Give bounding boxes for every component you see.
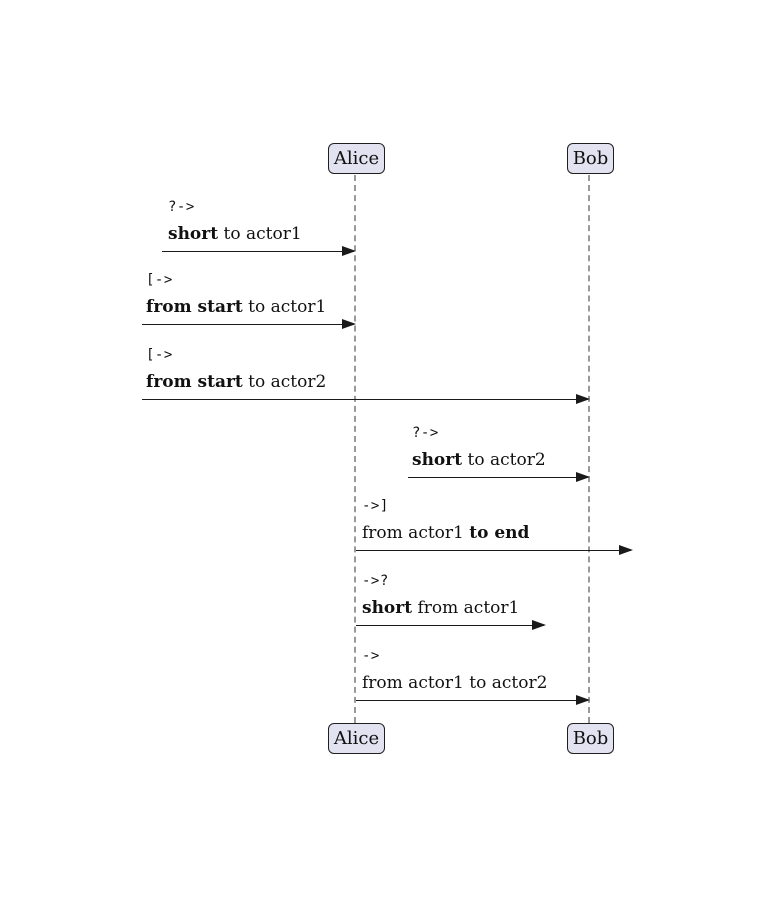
arrowhead-icon [576,394,590,404]
message-from-start-to-actor2: [-> from start to actor2 [142,347,590,404]
message-notation: ->? [362,573,389,589]
arrow-line [142,324,354,325]
arrowhead-icon [619,545,633,555]
message-label: short to actor1 [168,224,302,244]
message-label: short from actor1 [362,598,520,618]
actor-label-alice: Alice [333,148,380,169]
arrowhead-icon [576,472,590,482]
actor-box-alice-bottom: Alice [328,723,385,754]
message-short-to-actor2: ?-> short to actor2 [408,425,590,482]
actor-label-bob: Bob [572,728,609,749]
actor-box-bob-top: Bob [567,143,614,174]
message-label: short to actor2 [412,450,546,470]
message-label: from actor1 to actor2 [362,673,548,693]
arrowhead-icon [532,620,546,630]
message-notation: ?-> [168,199,195,215]
message-notation: [-> [146,272,173,288]
message-label: from start to actor1 [146,297,327,317]
message-notation: ?-> [412,425,439,441]
actor-label-alice: Alice [333,728,380,749]
message-short-to-actor1: ?-> short to actor1 [162,199,356,256]
message-label: from start to actor2 [146,372,327,392]
arrow-line [142,399,588,400]
arrowhead-icon [576,695,590,705]
message-from-actor1-to-end: ->] from actor1 to end [356,498,633,555]
arrow-line [162,251,354,252]
message-notation: [-> [146,347,173,363]
lifeline-bob [588,175,590,723]
arrowhead-icon [342,246,356,256]
actor-box-bob-bottom: Bob [567,723,614,754]
arrow-line [356,550,631,551]
message-label: from actor1 to end [362,523,530,543]
actor-box-alice-top: Alice [328,143,385,174]
message-short-from-actor1: ->? short from actor1 [356,573,546,630]
lifeline-alice [354,175,356,723]
arrowhead-icon [342,319,356,329]
message-notation: ->] [362,498,389,514]
actor-label-bob: Bob [572,148,609,169]
message-notation: -> [362,648,380,664]
arrow-line [356,700,588,701]
message-from-actor1-to-actor2: -> from actor1 to actor2 [356,648,590,705]
message-from-start-to-actor1: [-> from start to actor1 [142,272,356,329]
arrow-line [356,625,544,626]
arrow-line [408,477,588,478]
